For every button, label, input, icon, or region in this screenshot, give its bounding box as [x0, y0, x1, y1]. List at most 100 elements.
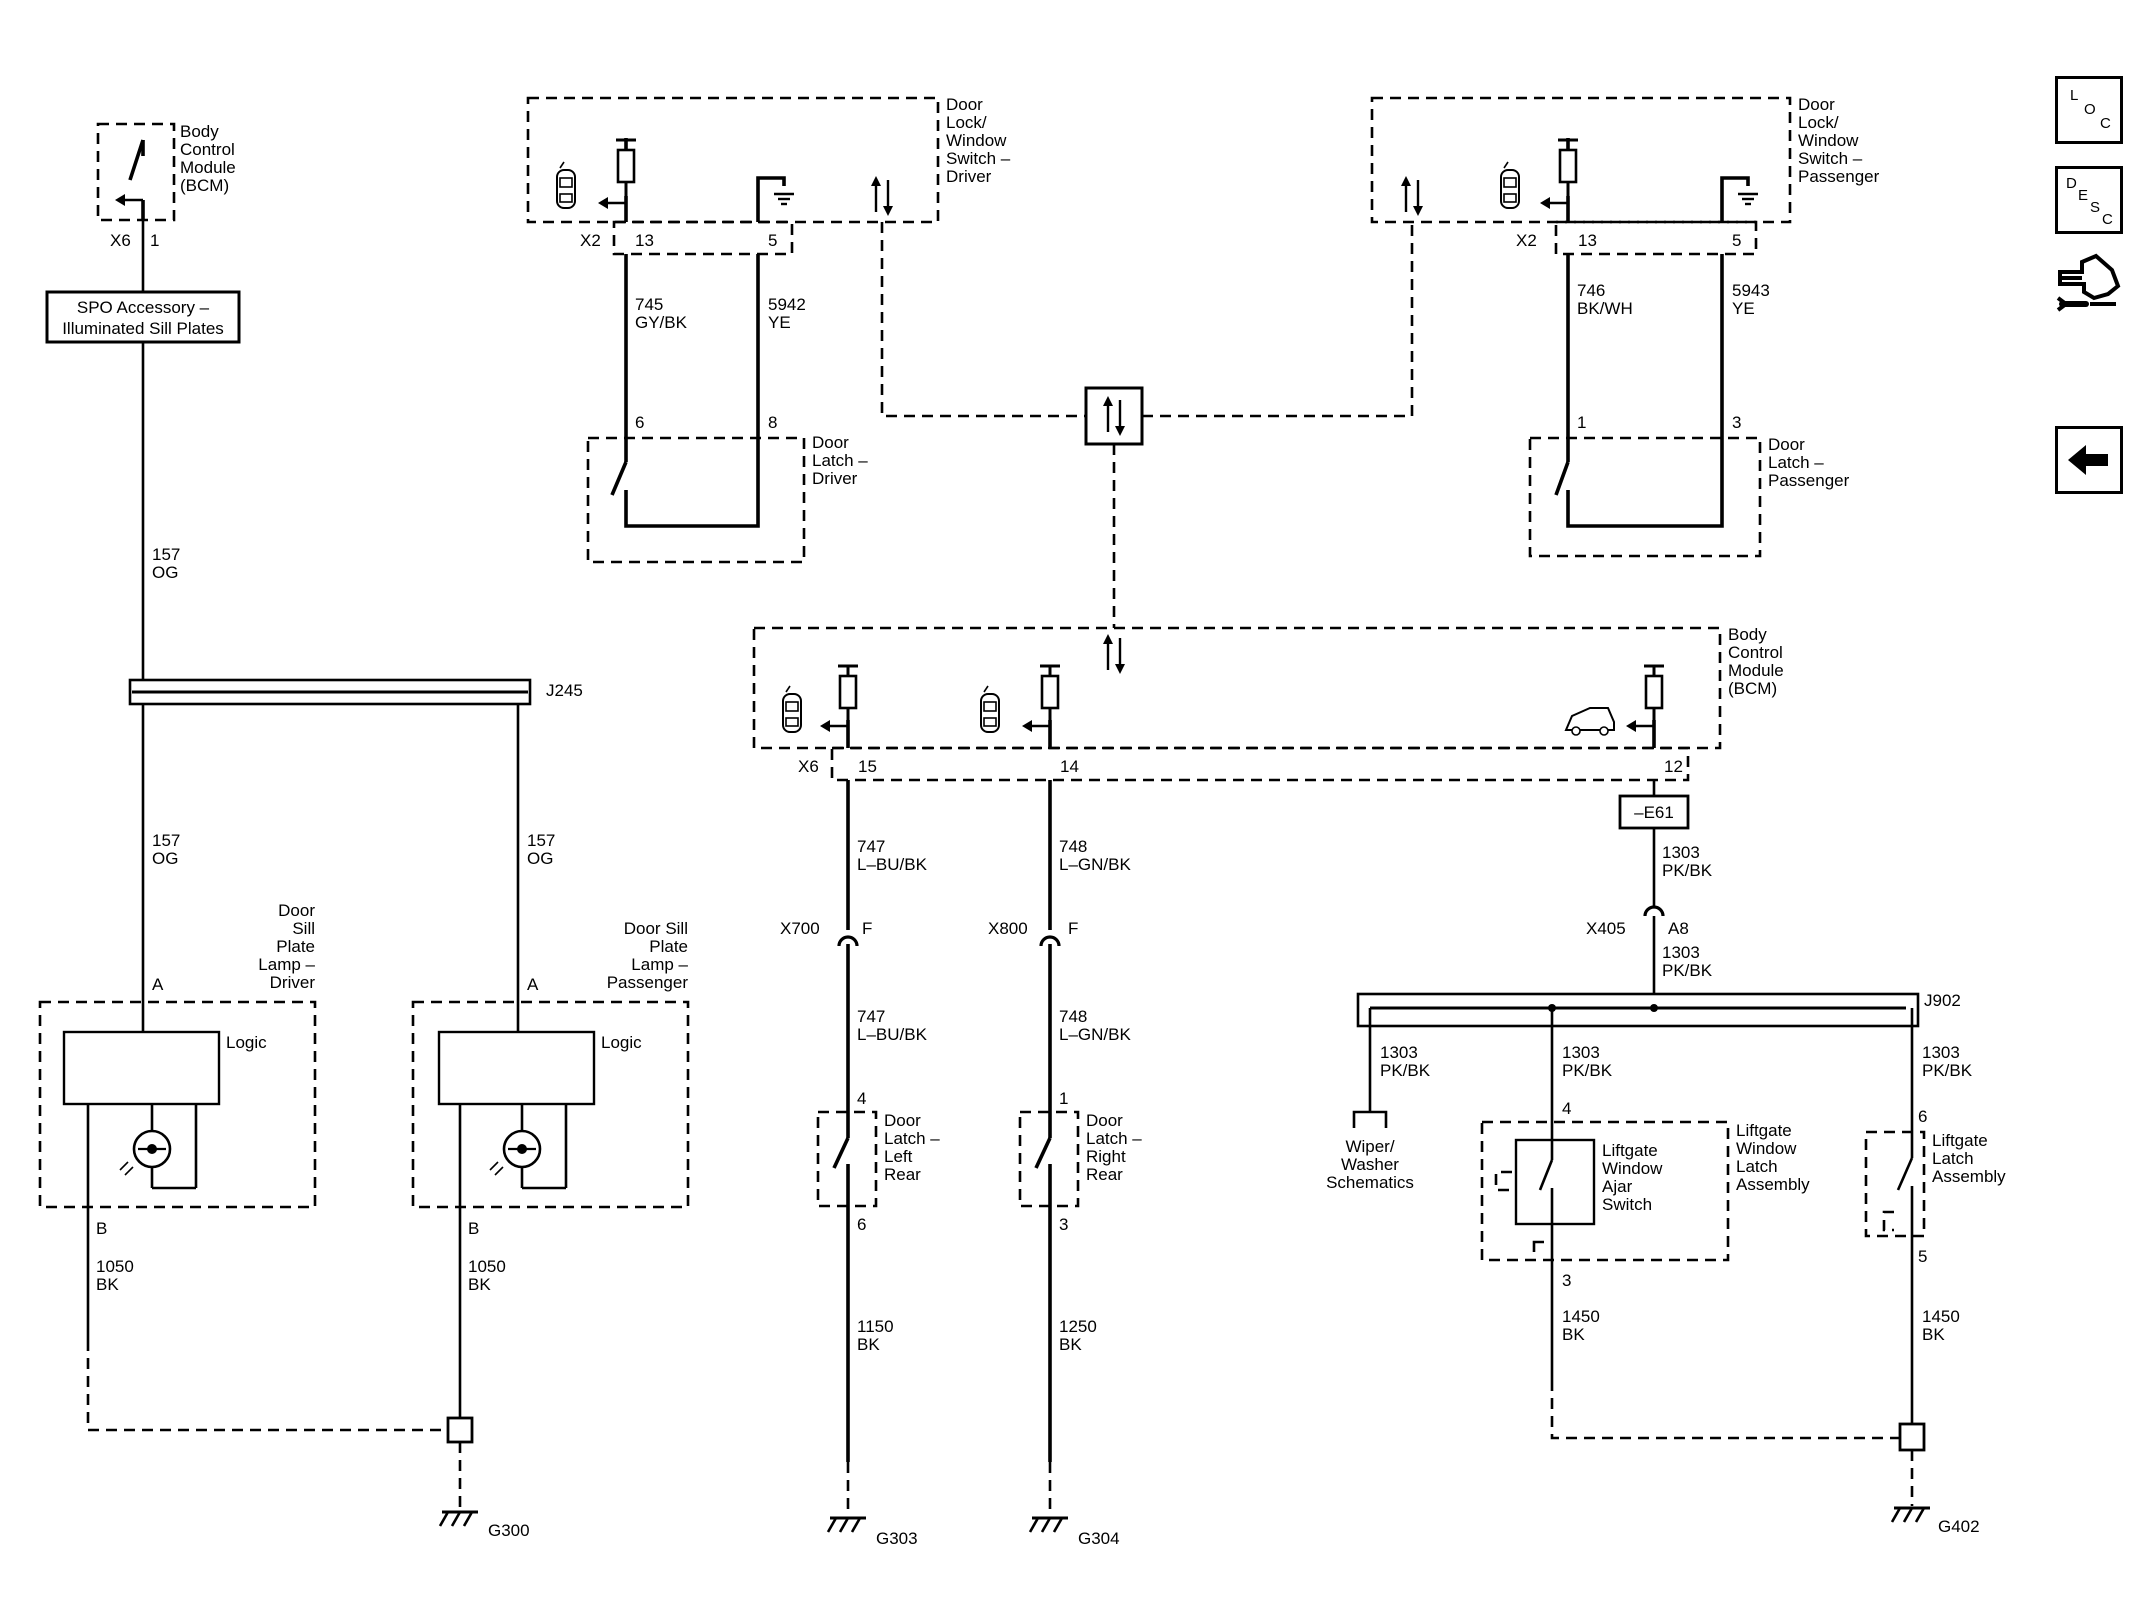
wire-1303-label: 1303 [1662, 843, 1700, 862]
spo-box-line: SPO Accessory – [77, 298, 210, 317]
diagnostic-connector-button[interactable] [2052, 246, 2128, 322]
lgw-title-line: Window [1736, 1139, 1797, 1158]
pin-label: 14 [1060, 757, 1079, 776]
connector-x2-label: X2 [1516, 231, 1537, 250]
ground-g303-label: G303 [876, 1529, 918, 1548]
bcm-label-line: Body [180, 122, 219, 141]
wire-748-label: 748 [1059, 837, 1087, 856]
switch-title-line: Door [1798, 95, 1835, 114]
latch-title-line: Door [1086, 1111, 1123, 1130]
wire-1050-label: 1050 [468, 1257, 506, 1276]
inline-x700-label: X700 [780, 919, 820, 938]
latch-title-line: Driver [812, 469, 858, 488]
body-control-module: Body Control Module (BCM) X6 15 14 12 [752, 625, 1784, 782]
door-latch-passenger: 1 3 Door Latch – Passenger [1528, 413, 1850, 558]
wiper-ref-line: Wiper/ [1345, 1137, 1394, 1156]
bcm-label-line: Control [1728, 643, 1783, 662]
latch-title-line: Right [1086, 1147, 1126, 1166]
door-car-icon [782, 685, 802, 733]
ground-splice-box [446, 1416, 474, 1444]
lamp-title-line: Plate [649, 937, 688, 956]
pin-label: 5 [768, 231, 777, 250]
splice-j902-label: J902 [1924, 991, 1961, 1010]
ground-g304-icon [1028, 1516, 1070, 1534]
pin-label: 12 [1664, 757, 1683, 776]
ground-g303-icon [826, 1516, 868, 1534]
spo-accessory-box: SPO Accessory – Illuminated Sill Plates [45, 290, 241, 344]
wire-157-color: OG [152, 563, 178, 582]
door-lock-car-icon [556, 161, 576, 209]
connector-x2-label: X2 [580, 231, 601, 250]
lamp-title-line: Door [278, 901, 315, 920]
door-latch-driver: 6 8 Door Latch – Driver [586, 413, 868, 564]
pin-label: 15 [858, 757, 877, 776]
lamp-title-line: Driver [270, 973, 316, 992]
wire-1303-label: 1303 [1922, 1043, 1960, 1062]
lgl-title-line: Liftgate [1932, 1131, 1988, 1150]
liftgate-vehicle-icon [1564, 707, 1615, 736]
pin-label: A8 [1668, 919, 1689, 938]
latch-title-line: Latch – [812, 451, 868, 470]
lamp-title-line: Lamp – [631, 955, 688, 974]
door-lock-switch-driver: Door Lock/ Window Switch – Driver X2 13 … [526, 95, 1011, 256]
lamp-title-line: Sill [292, 919, 315, 938]
ground-g402-label: G402 [1938, 1517, 1980, 1536]
pin-label: 4 [1562, 1099, 1571, 1118]
wire-1050-color: BK [96, 1275, 119, 1294]
pin-label: 4 [857, 1089, 866, 1108]
inline-connector-x700: X700 F [780, 919, 872, 948]
switch-title-line: Lock/ [1798, 113, 1839, 132]
lamp-title-line: Passenger [607, 973, 689, 992]
liftgate-latch-assembly: 6 Liftgate Latch Assembly 5 [1864, 1107, 2006, 1266]
wire-747-label: 747 [857, 1007, 885, 1026]
latch-title-line: Door [884, 1111, 921, 1130]
wire-157-color: OG [152, 849, 178, 868]
pin-label: 6 [1918, 1107, 1927, 1126]
pin-label: 6 [857, 1215, 866, 1234]
back-button[interactable] [2055, 426, 2123, 494]
desc-letter: S [2090, 199, 2101, 216]
lock-unlock-arrows-icon [869, 174, 895, 218]
wire-1303-color: PK/BK [1662, 861, 1713, 880]
latch-title-line: Rear [1086, 1165, 1123, 1184]
wire-1250-label: 1250 [1059, 1317, 1097, 1336]
wire-5942-label: 5942 [768, 295, 806, 314]
wire-1250-color: BK [1059, 1335, 1082, 1354]
location-button[interactable]: L O C [2055, 76, 2123, 144]
wire-157-color: OG [527, 849, 553, 868]
description-button[interactable]: D E S C [2055, 166, 2123, 234]
lamp-title-line: Lamp – [258, 955, 315, 974]
ground-symbol-icon [1736, 192, 1760, 206]
wire-1450-label: 1450 [1922, 1307, 1960, 1326]
wire-1450-color: BK [1562, 1325, 1585, 1344]
door-latch-right-rear: 1 Door Latch – Right Rear 3 [1018, 1089, 1142, 1234]
pin-label: F [1068, 919, 1078, 938]
bcm-label-line: (BCM) [1728, 679, 1777, 698]
pin-label: 1 [150, 231, 159, 250]
wire-747-label: 747 [857, 837, 885, 856]
latch-title-line: Latch – [884, 1129, 940, 1148]
latch-title-line: Latch – [1086, 1129, 1142, 1148]
inline-connector-x800: X800 F [988, 919, 1078, 948]
lamp-title-line: Plate [276, 937, 315, 956]
pin-label: 5 [1732, 231, 1741, 250]
logic-label: Logic [226, 1033, 267, 1052]
lock-unlock-arrows-icon [1399, 174, 1425, 218]
door-car-icon [980, 685, 1000, 733]
wire-746-label: 746 [1577, 281, 1605, 300]
pin-label: 3 [1059, 1215, 1068, 1234]
pin-label: 6 [635, 413, 644, 432]
latch-title-line: Door [1768, 435, 1805, 454]
desc-letter: E [2078, 187, 2089, 204]
switch-title-line: Switch – [946, 149, 1011, 168]
splice-j245-label: J245 [546, 681, 583, 700]
lock-unlock-arrows-icon [1101, 632, 1127, 676]
pin-label: 13 [1578, 231, 1597, 250]
lgl-title-line: Assembly [1932, 1167, 2006, 1186]
lamp-title-line: Door Sill [624, 919, 688, 938]
wire-1303-color: PK/BK [1380, 1061, 1431, 1080]
bcm-label-line: Control [180, 140, 235, 159]
ground-splice-box [1898, 1422, 1926, 1452]
splice-j245: J245 [128, 678, 583, 706]
